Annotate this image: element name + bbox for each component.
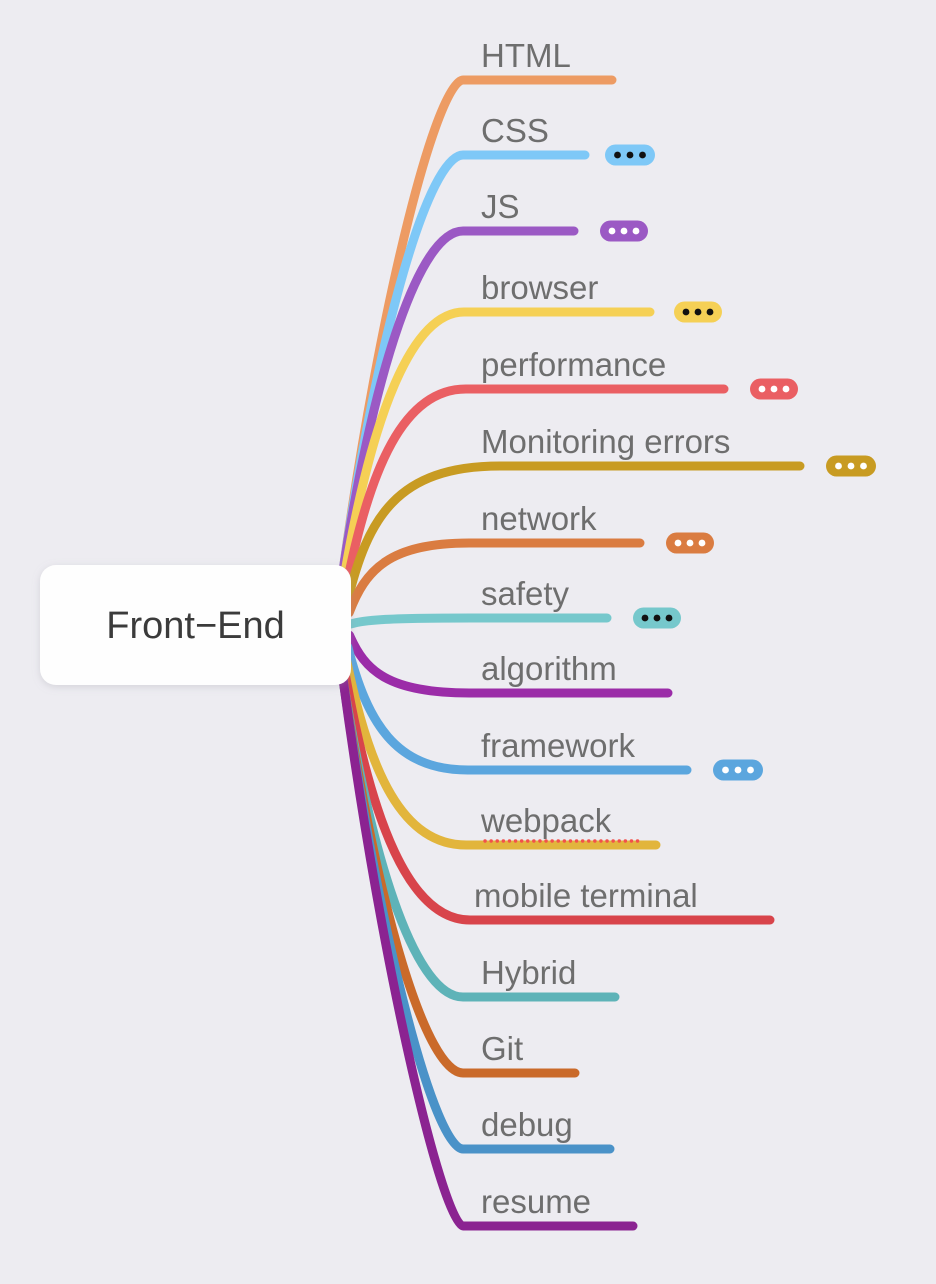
badge-dot-icon bbox=[653, 614, 661, 622]
badge-dot-icon bbox=[626, 151, 634, 159]
branch-curve-network[interactable] bbox=[344, 538, 645, 618]
badge-dot-icon bbox=[614, 151, 621, 159]
badge-dot-icon bbox=[860, 462, 867, 470]
badge-dot-icon bbox=[758, 385, 766, 393]
expand-badge-css[interactable] bbox=[605, 144, 655, 166]
branch-curve-algorithm[interactable] bbox=[344, 630, 673, 698]
branch-label-hybrid[interactable]: Hybrid bbox=[481, 954, 576, 991]
expand-badge-safety[interactable] bbox=[633, 607, 681, 629]
branch-label-monitoring-errors[interactable]: Monitoring errors bbox=[481, 423, 730, 460]
branch-label-css[interactable]: CSS bbox=[481, 112, 549, 149]
branch-curve-resume[interactable] bbox=[338, 674, 638, 1231]
badge-dot-icon bbox=[706, 308, 714, 316]
root-node[interactable] bbox=[40, 565, 351, 685]
badge-dot-icon bbox=[641, 614, 649, 622]
branch-curve-performance[interactable] bbox=[341, 384, 729, 595]
badge-dot-icon bbox=[770, 385, 778, 393]
branch-layer bbox=[338, 75, 805, 1231]
badge-dot-icon bbox=[620, 227, 628, 235]
branch-curve-monitoring-errors[interactable] bbox=[342, 461, 805, 606]
branch-label-js[interactable]: JS bbox=[481, 188, 520, 225]
expand-badge-performance[interactable] bbox=[750, 378, 798, 400]
branch-label-algorithm[interactable]: algorithm bbox=[481, 650, 617, 687]
badge-dot-icon bbox=[847, 462, 855, 470]
badge-dot-icon bbox=[747, 766, 754, 774]
badge-dot-icon bbox=[694, 308, 702, 316]
expand-badge-js[interactable] bbox=[600, 220, 648, 242]
expand-badge-network[interactable] bbox=[666, 532, 714, 554]
branch-curve-mobile-terminal[interactable] bbox=[339, 664, 775, 925]
expand-badge-browser[interactable] bbox=[674, 301, 722, 323]
branch-label-network[interactable]: network bbox=[481, 500, 597, 537]
root-node-layer: Front−End bbox=[40, 565, 351, 685]
branch-curve-browser[interactable] bbox=[339, 307, 655, 583]
badge-dot-icon bbox=[608, 227, 616, 235]
root-node-label: Front−End bbox=[106, 605, 285, 647]
branch-curve-js[interactable] bbox=[338, 226, 579, 576]
branch-label-safety[interactable]: safety bbox=[481, 575, 570, 612]
badge-dot-icon bbox=[835, 462, 842, 470]
branch-label-git[interactable]: Git bbox=[481, 1030, 523, 1067]
branch-label-debug[interactable]: debug bbox=[481, 1106, 573, 1143]
badge-dot-icon bbox=[674, 539, 682, 547]
badge-dot-icon bbox=[682, 308, 690, 316]
branch-label-html[interactable]: HTML bbox=[481, 37, 571, 74]
badge-dot-icon bbox=[722, 766, 729, 774]
branch-label-framework[interactable]: framework bbox=[481, 727, 636, 764]
branch-badge-layer bbox=[600, 144, 876, 781]
badge-dot-icon bbox=[639, 151, 646, 159]
expand-badge-monitoring-errors[interactable] bbox=[826, 455, 876, 477]
branch-label-resume[interactable]: resume bbox=[481, 1183, 591, 1220]
branch-curve-framework[interactable] bbox=[343, 642, 692, 775]
expand-badge-framework[interactable] bbox=[713, 759, 763, 781]
branch-label-performance[interactable]: performance bbox=[481, 346, 666, 383]
badge-dot-icon bbox=[782, 385, 790, 393]
badge-dot-icon bbox=[698, 539, 706, 547]
branch-curve-safety[interactable] bbox=[346, 613, 612, 629]
branch-curve-webpack[interactable] bbox=[341, 653, 661, 850]
branch-label-mobile-terminal[interactable]: mobile terminal bbox=[474, 877, 698, 914]
badge-dot-icon bbox=[734, 766, 742, 774]
badge-dot-icon bbox=[632, 227, 640, 235]
badge-dot-icon bbox=[686, 539, 694, 547]
branch-label-browser[interactable]: browser bbox=[481, 269, 598, 306]
branch-label-webpack[interactable]: webpack bbox=[480, 802, 612, 839]
badge-dot-icon bbox=[665, 614, 673, 622]
